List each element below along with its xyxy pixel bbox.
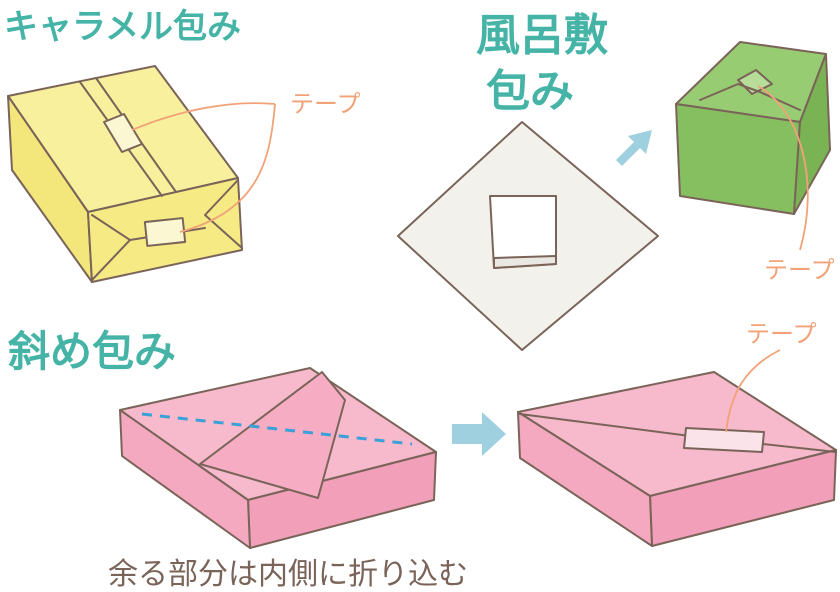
- title-caramel: キャラメル包み: [4, 7, 241, 47]
- furoshiki-box-front: [675, 103, 801, 215]
- furoshiki-fold-lines: [699, 83, 801, 111]
- tape-label-diagonal: テープ: [746, 320, 817, 348]
- caramel-end-fold-right: [204, 179, 243, 249]
- furoshiki-tape-leader: [757, 85, 809, 251]
- diagonal-tape: [683, 427, 765, 453]
- caramel-tape-leader: [131, 102, 276, 233]
- title-furoshiki-line1: 風呂敷: [476, 10, 608, 61]
- diagonal-wrap-illustration: [119, 349, 837, 549]
- diagonal-tape-leader: [725, 349, 781, 433]
- diagonal-dashed-line: [141, 412, 413, 446]
- title-furoshiki-line2: 包み: [486, 66, 574, 117]
- diagonal-box-right-side: [517, 411, 653, 547]
- title-diagonal: 斜め包み: [8, 327, 176, 376]
- caption-fold-inside: 余る部分は内側に折り込む: [108, 557, 468, 592]
- caramel-tape-top: [103, 113, 143, 153]
- arrow-right-icon: [452, 412, 506, 456]
- caramel-wrap-illustration: [7, 65, 276, 283]
- furoshiki-wrap-illustration: [397, 41, 831, 351]
- tape-label-furoshiki: テープ: [764, 256, 835, 284]
- diagonal-box-left-side: [119, 409, 251, 549]
- caramel-tape-front: [143, 217, 187, 247]
- tape-label-caramel: テープ: [290, 90, 361, 118]
- diagonal-flap: [199, 371, 346, 499]
- arrow-up-right-icon: [616, 130, 652, 166]
- furoshiki-small-box-bottom: [493, 255, 557, 269]
- furoshiki-box-right: [793, 53, 831, 215]
